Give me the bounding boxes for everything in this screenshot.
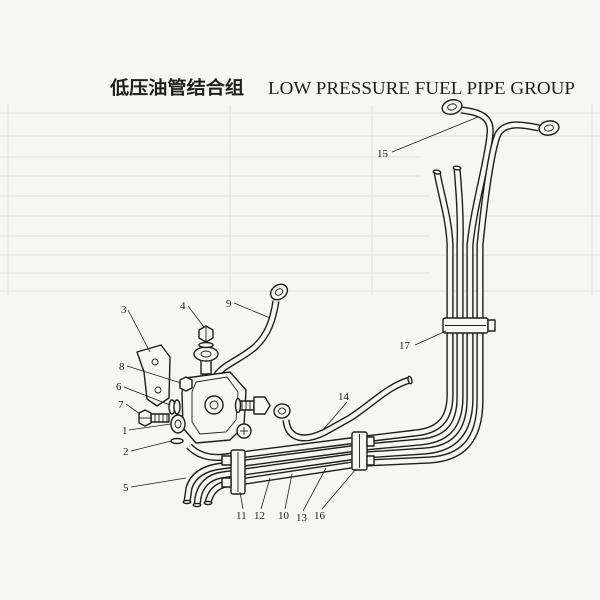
callout-1: 1	[122, 425, 128, 437]
leader-12	[260, 477, 271, 510]
leader-7	[125, 403, 141, 415]
fitting-nut	[179, 376, 193, 392]
callout-8: 8	[119, 361, 125, 373]
callout-13: 13	[296, 512, 308, 524]
leader-5	[130, 477, 187, 488]
banjo-fitting-15a	[441, 99, 463, 115]
callout-11: 11	[236, 510, 247, 522]
hex-bolt-left	[138, 409, 170, 427]
copper-washer	[170, 437, 184, 445]
banjo-fitting-lower	[170, 414, 186, 434]
sealing-washers	[168, 399, 181, 415]
leader-8	[126, 365, 182, 384]
callout-labels: 1 2 3 4 5 6 7 8 9 10 11 12 13 14 15 16 1…	[116, 148, 411, 524]
callout-12: 12	[254, 510, 265, 522]
fuel-pipe-14	[286, 380, 410, 438]
callout-2: 2	[123, 446, 129, 458]
leader-11	[239, 491, 244, 510]
leader-13	[302, 467, 327, 512]
callout-3: 3	[121, 304, 127, 316]
callout-10: 10	[278, 510, 290, 522]
banjo-fitting-9	[269, 283, 289, 301]
callout-9: 9	[226, 298, 232, 310]
background-bleed-through	[0, 105, 600, 295]
clamp-right	[351, 431, 375, 471]
fuel-pipe-9	[216, 301, 276, 376]
hex-bolt-right	[234, 396, 271, 415]
leader-15	[391, 116, 479, 153]
banjo-fitting-14	[273, 403, 291, 419]
title-english: LOW PRESSURE FUEL PIPE GROUP	[268, 78, 575, 98]
valve-block	[181, 371, 247, 444]
leader-14	[321, 401, 348, 432]
leader-17	[414, 330, 447, 346]
callout-16: 16	[314, 510, 326, 522]
callout-17: 17	[399, 340, 411, 352]
callout-15: 15	[377, 148, 389, 160]
leader-1	[128, 423, 172, 431]
clamp-17	[442, 317, 496, 334]
drain-plug	[236, 423, 252, 439]
title: 低压油管结合组 LOW PRESSURE FUEL PIPE GROUP	[109, 77, 575, 99]
leader-2	[130, 440, 172, 452]
callout-14: 14	[338, 391, 350, 403]
callout-6: 6	[116, 381, 122, 393]
leader-3	[127, 309, 151, 353]
leader-lines	[123, 116, 479, 512]
leader-4	[187, 305, 205, 328]
mounting-bracket	[136, 344, 171, 407]
banjo-fitting-15b	[538, 120, 560, 136]
banjo-bolt-top	[193, 325, 219, 375]
leader-10	[284, 473, 293, 510]
pipe-open-ends	[182, 165, 462, 508]
leader-6	[123, 386, 171, 406]
callout-7: 7	[118, 399, 124, 411]
leader-9	[233, 302, 271, 319]
title-chinese: 低压油管结合组	[109, 77, 244, 99]
fuel-pipe-c	[197, 110, 490, 505]
callout-4: 4	[180, 300, 186, 312]
callout-5: 5	[123, 482, 129, 494]
clamp-left	[221, 449, 246, 495]
leader-16	[321, 468, 357, 510]
